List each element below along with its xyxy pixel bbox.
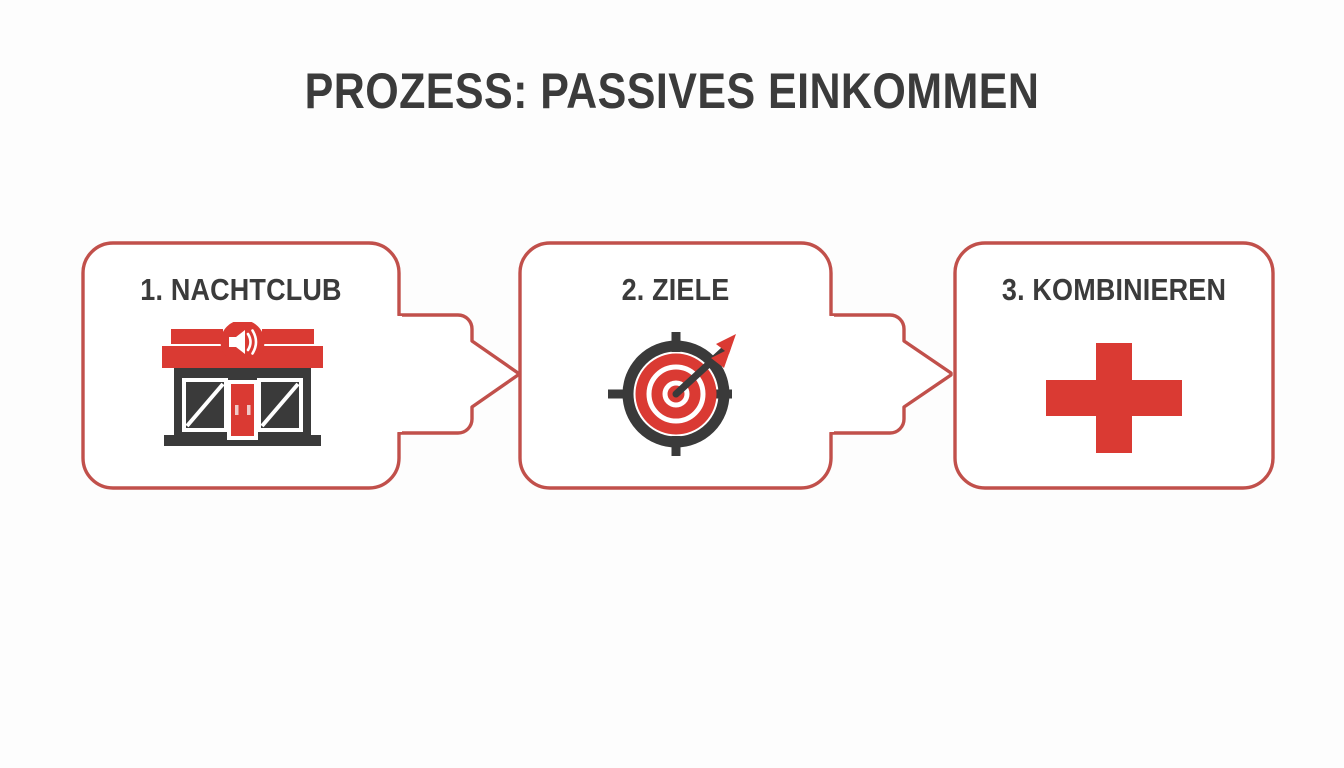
arrow-fletching-lower [711,348,731,368]
step-card-1-arrow-joint-mask [390,316,402,432]
window-right [257,378,303,432]
window-left [182,378,228,432]
step-card-2[interactable] [518,241,953,490]
plus-cross-icon [1046,343,1182,453]
awning-left-stub [171,329,223,344]
nightclub-building-icon [155,320,330,452]
page-title: PROZESS: PASSIVES EINKOMMEN [304,63,1040,119]
step-1-label: 1. NACHTCLUB [140,272,342,307]
target-bullseye-arrow-icon [608,332,748,460]
entrance-door [227,380,258,440]
step-2-label: 2. ZIELE [621,272,730,307]
step-card-2-outline [518,241,953,490]
arrow [672,334,736,398]
speaker-icon [229,329,258,355]
step-3-label: 3. KOMBINIEREN [1001,272,1227,307]
target-ring-red-1 [635,353,717,435]
plus-cross-shape [1046,343,1182,453]
target-ring-red-2 [651,369,701,419]
building-base [164,435,321,446]
target-ring-outer-dark [622,340,730,448]
arrow-fletching-upper [716,334,736,354]
awning-right-stub [262,329,314,344]
step-card-2-arrow-joint-mask [822,316,834,432]
